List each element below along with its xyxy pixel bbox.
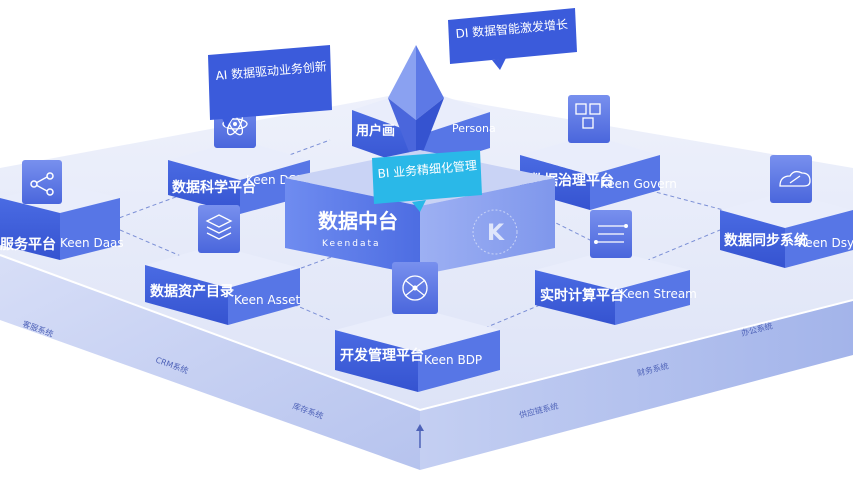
callout-di: DI 数据智能激发增长 [448,8,577,70]
module-dsp-cn: 数据科学平台 [172,179,256,196]
module-dsync-en: Keen Dsyn [798,236,853,250]
module-dsync-cn: 数据同步系统 [724,232,808,249]
callout-bi: BI 业务精细化管理 [372,150,482,212]
core-logo-letter: K [487,221,505,246]
up-arrow-head [416,424,424,431]
module-govern-en: Keen Govern [600,177,677,191]
core-subtitle: Keendata [322,239,381,249]
module-stream-cn: 实时计算平台 [540,287,624,304]
platform-front-left [0,255,420,470]
module-stream[interactable]: 实时计算平台 Keen Stream [535,210,697,325]
module-bdp[interactable]: 开发管理平台 Keen BDP [335,262,500,392]
cubes-icon [568,95,610,143]
module-persona-en: Persona [452,122,496,135]
callout-ai: AI 数据驱动业务创新 [208,45,332,128]
module-asset-en: Keen Asset [234,293,301,307]
module-persona-cn: 用户画 [355,123,395,139]
cloud-sync-icon [770,155,812,203]
module-dsync[interactable]: 数据同步系统 Keen Dsyn [720,155,853,268]
layers-icon [198,205,240,253]
core-logo-icon [472,209,518,255]
module-bdp-en: Keen BDP [424,353,482,367]
platform-edge [0,254,853,412]
module-bdp-cn: 开发管理平台 [340,347,424,364]
module-daas-en: Keen Daas [60,236,124,250]
module-daas[interactable]: 服务平台 Keen Daas [0,160,124,260]
module-asset[interactable]: 数据资产目录 Keen Asset [145,205,301,325]
core-title: 数据中台 [318,209,398,233]
module-asset-cn: 数据资产目录 [150,283,234,300]
platform-front-right [420,300,853,470]
module-daas-cn: 服务平台 [0,236,56,253]
module-stream-en: Keen Stream [620,287,697,301]
share-nodes-icon [22,160,62,204]
